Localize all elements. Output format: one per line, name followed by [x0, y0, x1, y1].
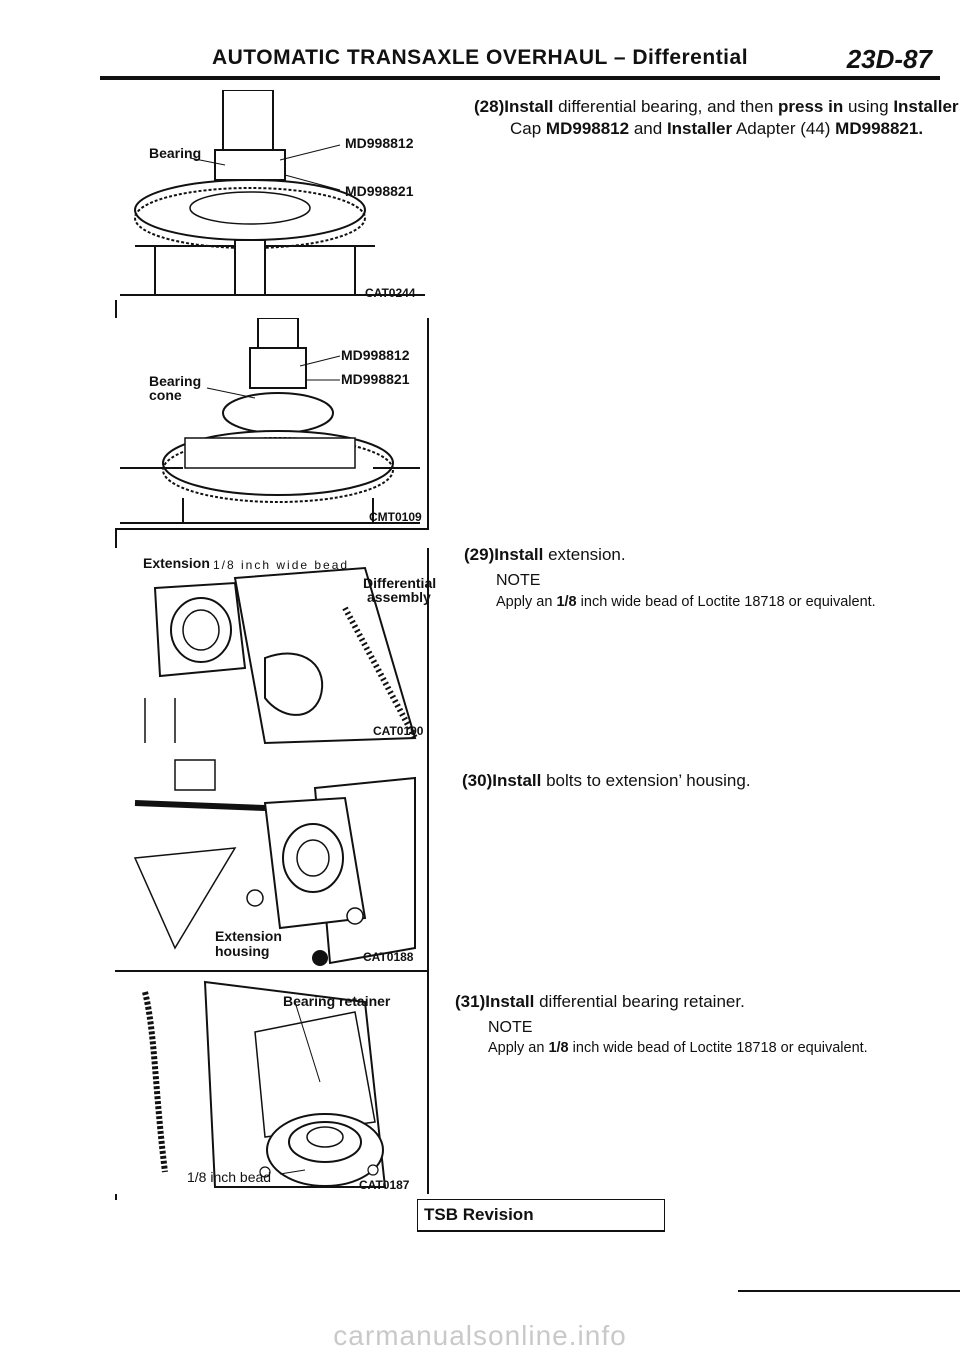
step-31-verb: Install [485, 992, 535, 1011]
fig5-code: CAT0187 [359, 1178, 410, 1192]
step-29-note-c: inch wide bead of Loctite 18718 or equiv… [580, 594, 876, 610]
header-rule [100, 76, 940, 80]
step-30-verb: Install [492, 771, 542, 790]
figure-bearing-installer: Bearing MD998812 MD998821 CAT0244 [115, 90, 427, 300]
step-28-line-1: (28)Install differential bearing, and th… [474, 96, 959, 118]
header-title-dash: – [613, 46, 626, 69]
step-28-verb: Install [504, 97, 554, 116]
fig5-label-bead: 1/8 inch bead [187, 1169, 272, 1185]
step-31-number: (31) [455, 992, 486, 1011]
fig2-label-md998812: MD998812 [341, 347, 410, 363]
step-31: (31)Install differential bearing retaine… [455, 991, 745, 1013]
figure-bearing-cone-installer: Bearing cone MD998812 MD998821 CMT0109 [115, 318, 429, 530]
step-28-and: and [633, 119, 663, 138]
step-28-number: (28) [474, 97, 505, 116]
watermark: carmanualsonline.info [333, 1320, 627, 1351]
fig1-code: CAT0244 [365, 286, 416, 300]
fig3-code: CAT0190 [373, 724, 424, 738]
page-header-title: AUTOMATIC TRANSAXLE OVERHAUL – Different… [0, 46, 960, 70]
extension-housing-illustration [123, 748, 418, 966]
fig2-code: CMT0109 [369, 510, 422, 524]
step-31-note-a: Apply an [488, 1040, 545, 1056]
step-31-note-c: inch wide bead of Loctite 18718 or equiv… [572, 1040, 868, 1056]
step-31-note-b: 1/8 [548, 1040, 569, 1056]
bearing-retainer-illustration [142, 980, 387, 1188]
fig2-label-bearing: Bearing [149, 373, 202, 389]
step-30-text: bolts to extension’ housing. [546, 771, 751, 790]
fig4-code: CAT0188 [363, 950, 414, 964]
step-29: (29)Install extension. [464, 544, 626, 566]
figure-extension-install: Extension 1/8 inch wide bead Differentia… [115, 548, 436, 750]
bearing-installer-illustration [120, 90, 425, 296]
step-28-text-c: using [847, 97, 889, 116]
step-29-note-a: Apply an [496, 594, 553, 610]
fig1-label-md998812: MD998812 [345, 135, 414, 151]
fig3-label-extension: Extension [143, 555, 210, 571]
step-29-note-heading: NOTE [496, 572, 541, 589]
fig1-label-md998821: MD998821 [345, 183, 414, 199]
step-28-text-b: press in [778, 97, 844, 116]
fig3-label-bead: 1/8 inch wide bead [213, 558, 350, 572]
header-title-main: AUTOMATIC TRANSAXLE OVERHAUL [211, 46, 608, 69]
fig5-label-bearing-retainer: Bearing retainer [283, 993, 391, 1009]
step-28-adapter: Adapter (44) [735, 119, 831, 138]
header-title-section: Differential [632, 46, 749, 69]
step-30: (30)Install bolts to extension’ housing. [462, 770, 751, 792]
fig4-label-extension: Extension [215, 928, 282, 944]
step-28-cap: Cap [510, 119, 542, 138]
fig2-label-md998821: MD998821 [341, 371, 410, 387]
step-28-text-a: differential bearing, and then [558, 97, 774, 116]
bearing-cone-illustration [120, 318, 420, 524]
page-code: 23D-87 [846, 44, 932, 74]
step-28-installer: Installer [666, 119, 733, 138]
step-29-note-body: Apply an 1/8 inch wide bead of Loctite 1… [496, 594, 876, 610]
step-29-verb: Install [494, 545, 544, 564]
figure-extension-housing-bolts: Extension housing CAT0188 [115, 748, 429, 972]
fig1-label-bearing: Bearing [149, 145, 202, 161]
step-29-text: extension. [548, 545, 626, 564]
step-31-note-body: Apply an 1/8 inch wide bead of Loctite 1… [488, 1040, 868, 1056]
extension-install-illustration [144, 566, 418, 745]
step-28-part-2: MD998821. [835, 119, 924, 138]
tsb-revision-label: TSB Revision [424, 1205, 534, 1224]
step-29-note-b: 1/8 [556, 594, 577, 610]
fig4-label-housing: housing [215, 943, 270, 959]
step-29-number: (29) [464, 545, 495, 564]
step-28-line-2: Cap MD998812 and Installer Adapter (44) … [510, 118, 923, 140]
step-28-text-d: Installer [893, 97, 959, 116]
step-28-part-1: MD998812 [545, 119, 630, 138]
fig2-label-cone: cone [149, 387, 182, 403]
step-30-number: (30) [462, 771, 493, 790]
fig3-label-differential: Differential [363, 575, 437, 591]
tsb-revision-box [417, 1199, 665, 1232]
bottom-rule [738, 1290, 960, 1292]
step-31-text: differential bearing retainer. [539, 992, 745, 1011]
step-31-note-heading: NOTE [488, 1019, 533, 1036]
figure-bearing-retainer: Bearing retainer 1/8 inch bead CAT0187 [115, 972, 429, 1194]
fig3-label-assembly: assembly [367, 589, 431, 605]
